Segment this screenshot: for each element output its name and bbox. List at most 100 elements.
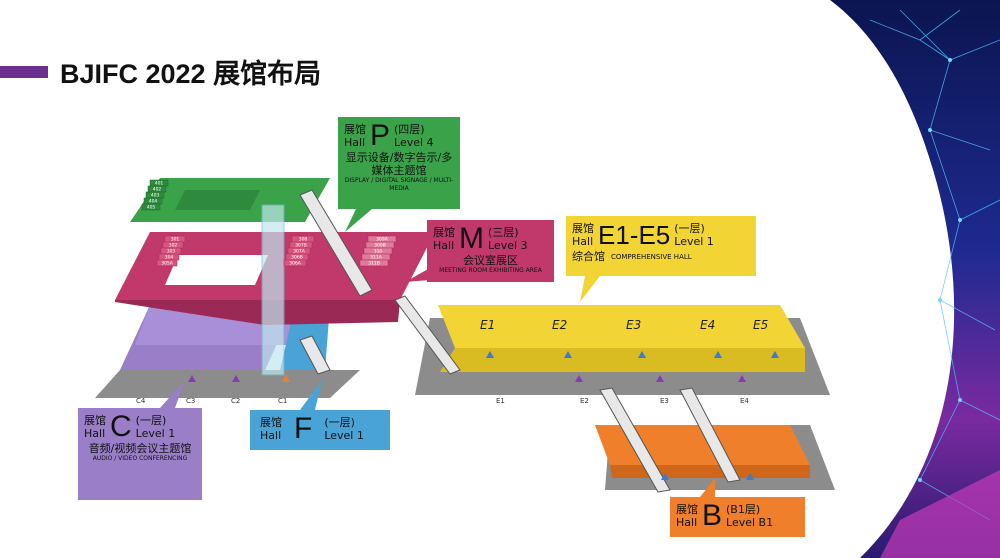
hall-p-zh-hall: 展馆: [344, 123, 366, 136]
room-number: 306B: [291, 255, 303, 261]
hall-m-letter: M: [459, 222, 484, 255]
floor-base-c: [95, 370, 360, 398]
hall-c-zh-desc: 音频/视频会议主题馆: [88, 442, 192, 455]
hall-b-zh-level: (B1层): [726, 503, 761, 516]
hall-e2-label: E2: [552, 318, 568, 332]
room-number: 304: [165, 255, 174, 261]
hall-f-zh-hall: 展馆: [260, 416, 282, 429]
direction-arrow-icon: [656, 375, 664, 382]
hall-c-en-level: Level 1: [135, 427, 176, 440]
hall-p-en-level: Level 4: [394, 136, 434, 149]
direction-arrow-icon: [564, 351, 572, 358]
room-number: 401: [155, 181, 164, 187]
direction-arrow-icon: [661, 473, 669, 480]
hall-m-en-hall: Hall: [433, 239, 455, 252]
hall-f-letter: F: [294, 412, 313, 445]
hall-e-en-level: Level 1: [674, 235, 714, 248]
hall-b-letter: B: [702, 499, 723, 532]
room-number: 307B: [295, 243, 307, 249]
hall-m-en-desc: MEETING ROOM EXHIBITING AREA: [439, 267, 542, 274]
hall-e3-label: E3: [626, 318, 642, 332]
room-number: 305A: [161, 261, 174, 267]
room-number: 307A: [293, 249, 306, 255]
hall-p-letter: P: [370, 119, 391, 152]
hall-p-en-hall: Hall: [344, 136, 366, 149]
room-block: [283, 259, 307, 267]
hall-e-front: [440, 348, 805, 372]
hall-e-en-desc: COMPREHENSIVE HALL: [611, 252, 692, 261]
room-number: 402: [153, 187, 162, 193]
hall-p-zh-level: (四层): [394, 123, 425, 136]
gate-arrows: [188, 351, 779, 480]
hall-e-top: [438, 305, 805, 348]
hall-e5-label: E5: [753, 318, 769, 332]
gate-c1-label: C1: [278, 397, 288, 405]
room-block: [156, 259, 178, 267]
hall-e-zh-hall: 展馆: [572, 222, 594, 235]
hall-m-zh-level: (三层): [488, 226, 519, 239]
hall-m-hole: [165, 255, 268, 285]
hall-m-zh-hall: 展馆: [433, 226, 455, 239]
room-number: 405: [147, 205, 156, 211]
hall-c-en-desc: AUDIO / VIDEO CONFERENCING: [92, 455, 188, 462]
hall-p-en-desc: DISPLAY / DIGITAL SIGNAGE / MULTI-MEDIA: [344, 177, 454, 192]
direction-arrow-icon: [282, 375, 290, 382]
hall-p-zh-desc: 显示设备/数字告示/多媒体主题馆: [345, 151, 453, 177]
direction-arrow-icon: [714, 351, 722, 358]
hall-m-underside: [115, 300, 400, 325]
room-block: [359, 259, 389, 267]
gate-e3-label: E3: [660, 397, 669, 405]
direction-arrow-icon: [638, 351, 646, 358]
room-number: 308: [299, 237, 308, 243]
hall-f-en-hall: Hall: [260, 429, 282, 442]
room-number: 311A: [370, 255, 383, 261]
gate-e2-label: E2: [580, 397, 589, 405]
hall-b-zh-hall: 展馆: [676, 503, 698, 516]
hall-e1-label: E1: [480, 318, 496, 332]
hall-b-en-level: Level B1: [726, 516, 774, 529]
title-accent-bar: [0, 66, 48, 78]
hall-p-inner: [175, 190, 260, 210]
room-number: 403: [151, 193, 160, 199]
direction-arrow-icon: [738, 375, 746, 382]
hall-m-zh-desc: 会议室展区: [463, 254, 518, 267]
room-number: 306A: [289, 261, 302, 267]
hall-m-en-level: Level 3: [488, 239, 528, 252]
hall-c-letter: C: [110, 410, 132, 443]
direction-arrow-icon: [575, 375, 583, 382]
gate-c4-label: C4: [136, 397, 146, 405]
room-number: 310: [374, 249, 383, 255]
hall-f-en-level: Level 1: [324, 429, 364, 442]
direction-arrow-icon: [232, 375, 240, 382]
hall-f-zh-level: (一层): [324, 416, 355, 429]
hall-e-zh-desc: 综合馆: [572, 250, 605, 263]
gate-e1-label: E1: [496, 397, 505, 405]
room-number: 301: [171, 237, 180, 243]
elevator-shaft: [261, 204, 285, 376]
room-block: [141, 203, 161, 211]
gate-c3-label: C3: [186, 397, 196, 405]
hall-e4-label: E4: [700, 318, 716, 332]
hall-b-en-hall: Hall: [676, 516, 698, 529]
room-number: 302: [169, 243, 178, 249]
hall-c-zh-hall: 展馆: [84, 414, 106, 427]
direction-arrow-icon: [188, 375, 196, 382]
direction-arrow-icon: [486, 351, 494, 358]
hall-e-zh-level: (一层): [674, 222, 705, 235]
hall-e-letter: E1-E5: [598, 220, 671, 250]
room-number: 311B: [368, 261, 380, 267]
gate-c2-label: C2: [231, 397, 241, 405]
